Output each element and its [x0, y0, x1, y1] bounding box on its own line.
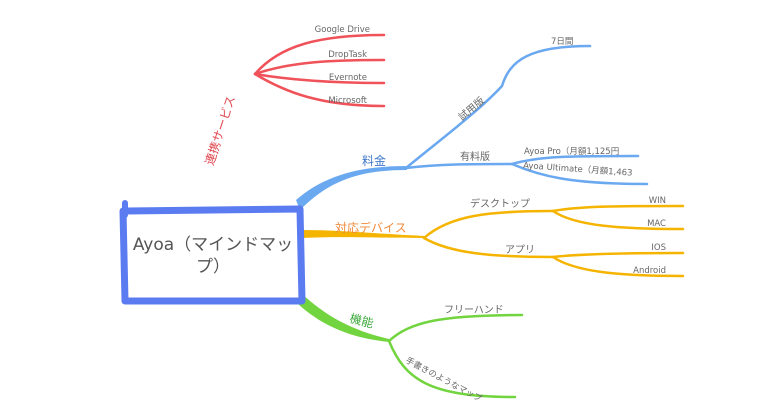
node-trial[interactable]: 試用版 — [456, 94, 487, 123]
node-google-drive[interactable]: Google Drive — [315, 25, 370, 35]
branch-line-microsoft — [253, 72, 386, 108]
node-ayoa-ultimate[interactable]: Ayoa Ultimate（月額1,463 — [523, 160, 633, 179]
branch-line-ayoa-ultimate — [510, 162, 649, 186]
branch-line-ayoa-pro — [510, 154, 640, 166]
branch-line-desktop — [422, 209, 555, 240]
root-node[interactable]: Ayoa（マインドマッ プ） — [119, 200, 306, 305]
features-label[interactable]: 機能 — [348, 310, 375, 330]
branch-line-pricing — [296, 166, 407, 210]
root-label-line1: Ayoa（マインドマッ — [133, 235, 293, 255]
node-microsoft[interactable]: Microsoft — [328, 96, 367, 106]
node-android[interactable]: Android — [633, 266, 666, 276]
branch-line-devices — [302, 230, 425, 238]
root-node-border — [119, 205, 306, 305]
branch-line-handwritten — [387, 339, 517, 399]
node-win[interactable]: WIN — [649, 196, 666, 206]
branch-pricing[interactable]: 料金 試用版 7日間 有料版 Ayoa Pro（月額1,125円 Ayoa Ul… — [296, 37, 649, 210]
node-handwritten-map[interactable]: 手書きのようなマップ — [404, 355, 485, 405]
branch-line-droptask — [253, 58, 386, 76]
pricing-label[interactable]: 料金 — [362, 153, 386, 168]
branch-line-ios — [551, 251, 685, 259]
branch-line-mac — [551, 209, 685, 231]
node-freehand[interactable]: フリーハンド — [444, 305, 504, 316]
root-label-line2: プ） — [196, 257, 230, 277]
branch-line-evernote — [253, 72, 386, 85]
node-droptask[interactable]: DropTask — [328, 50, 367, 60]
branch-line-trial — [404, 44, 592, 170]
node-ayoa-pro[interactable]: Ayoa Pro（月額1,125円 — [524, 146, 619, 157]
node-paid[interactable]: 有料版 — [460, 150, 490, 163]
branch-line-google-drive — [253, 33, 386, 76]
node-mac[interactable]: MAC — [647, 219, 666, 229]
node-desktop[interactable]: デスクトップ — [470, 197, 530, 210]
integrations-label[interactable]: 連携サービス — [202, 94, 239, 167]
branch-line-android — [551, 255, 685, 278]
branch-integrations[interactable]: 連携サービス Google Drive DropTask Evernote Mi… — [202, 25, 386, 206]
branch-line-freehand — [387, 313, 524, 343]
branch-line-win — [551, 204, 685, 213]
branch-devices[interactable]: 対応デバイス デスクトップ アプリ WIN MAC IOS Android — [302, 196, 685, 278]
branch-line-features — [296, 294, 389, 342]
node-app[interactable]: アプリ — [505, 244, 535, 256]
node-evernote[interactable]: Evernote — [329, 73, 367, 83]
node-ios[interactable]: IOS — [651, 243, 666, 253]
branch-line-app — [422, 236, 555, 259]
devices-label[interactable]: 対応デバイス — [335, 220, 407, 235]
branch-line-paid — [404, 162, 514, 170]
node-7days[interactable]: 7日間 — [551, 37, 573, 47]
branch-features[interactable]: 機能 フリーハンド 手書きのようなマップ — [296, 294, 524, 405]
